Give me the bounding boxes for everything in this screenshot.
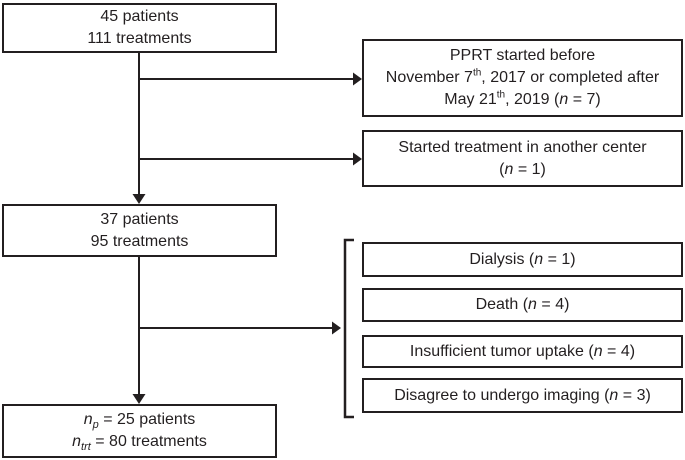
intermediate-cohort-treatments: 95 treatments [90, 232, 189, 250]
exclusion-insufficient-uptake-pre: Insufficient tumor uptake ( [409, 342, 594, 360]
exclusion-disagree-imaging-label: Disagree to undergo imaging (n = 3) [394, 385, 651, 407]
box-exclusion-death: Death (n = 4) [362, 288, 683, 322]
exclusion-pprt-line3-mid: , 2019 ( [505, 91, 560, 108]
exclusion-dialysis-pre: Dialysis ( [469, 250, 535, 268]
exclusion-disagree-imaging-pre: Disagree to undergo imaging ( [394, 386, 610, 404]
exclusion-insufficient-uptake-label: Insufficient tumor uptake (n = 4) [410, 341, 635, 363]
arrowhead-bracket [332, 321, 341, 335]
exclusion-pprt-line2-pre: November 7 [385, 69, 473, 86]
final-treatments-subscript: trt [81, 441, 91, 454]
bracket-exclusion-group [343, 238, 354, 419]
initial-cohort-patients: 45 patients [100, 8, 179, 25]
final-patients-subscript: p [92, 419, 99, 432]
exclusion-pprt-line1: PPRT started before [449, 47, 596, 64]
exclusion-insufficient-uptake-post: = 4) [602, 342, 636, 360]
box-exclusion-dialysis: Dialysis (n = 1) [362, 242, 683, 277]
exclusion-pprt-line3-post: = 7) [568, 91, 601, 108]
exclusion-other-center-line2: (n = 1) [499, 159, 546, 181]
final-patients-n-symbol: n [83, 411, 93, 428]
box-exclusion-pprt-timing: PPRT started before November 7th, 2017 o… [362, 39, 683, 117]
box-intermediate-cohort: 37 patients 95 treatments [2, 204, 277, 257]
exclusion-death-post: = 4) [536, 296, 570, 313]
arrowhead-exclusion2 [353, 152, 362, 166]
exclusion-disagree-imaging-post: = 3) [618, 386, 651, 404]
final-cohort-patients: np = 25 patients [84, 409, 196, 431]
exclusion-pprt-n-symbol: n [559, 91, 569, 108]
box-initial-cohort: 45 patients 111 treatments [2, 3, 277, 53]
final-cohort-treatments: ntrt = 80 treatments [72, 431, 207, 453]
intermediate-cohort-patients: 37 patients [100, 210, 179, 228]
box-exclusion-disagree-imaging: Disagree to undergo imaging (n = 3) [362, 378, 683, 413]
exclusion-pprt-line2-post: , 2017 or completed after [481, 69, 660, 86]
final-treatments-n-symbol: n [72, 433, 82, 450]
exclusion-disagree-imaging-n-symbol: n [609, 386, 619, 404]
final-treatments-rest: = 80 treatments [90, 433, 207, 450]
initial-cohort-treatments: 111 treatments [87, 30, 192, 47]
box-final-cohort: np = 25 patients ntrt = 80 treatments [2, 404, 277, 458]
exclusion-death-pre: Death ( [475, 296, 529, 313]
exclusion-other-center-pre: ( [499, 160, 505, 178]
box-exclusion-insufficient-uptake: Insufficient tumor uptake (n = 4) [362, 335, 683, 368]
exclusion-pprt-line3: May 21th, 2019 (n = 7) [444, 89, 600, 111]
exclusion-death-label: Death (n = 4) [476, 294, 570, 316]
arrowhead-exclusion1 [353, 72, 362, 86]
exclusion-pprt-line3-sup: th [496, 89, 506, 101]
exclusion-pprt-line2-sup: th [472, 67, 482, 79]
box-exclusion-other-center: Started treatment in another center (n =… [362, 130, 683, 187]
final-patients-rest: = 25 patients [98, 411, 196, 428]
exclusion-dialysis-label: Dialysis (n = 1) [469, 249, 575, 271]
arrowhead-final [132, 394, 146, 404]
arrowhead-intermediate [132, 194, 146, 204]
exclusion-other-center-line1: Started treatment in another center [398, 138, 647, 156]
exclusion-other-center-n-symbol: n [504, 160, 514, 178]
exclusion-pprt-line3-pre: May 21 [444, 91, 497, 108]
exclusion-death-n-symbol: n [528, 296, 537, 313]
exclusion-dialysis-n-symbol: n [534, 250, 544, 268]
exclusion-pprt-line2: November 7th, 2017 or completed after [386, 67, 659, 89]
exclusion-insufficient-uptake-n-symbol: n [593, 342, 603, 360]
exclusion-other-center-post: = 1) [513, 160, 546, 178]
exclusion-dialysis-post: = 1) [543, 250, 576, 268]
